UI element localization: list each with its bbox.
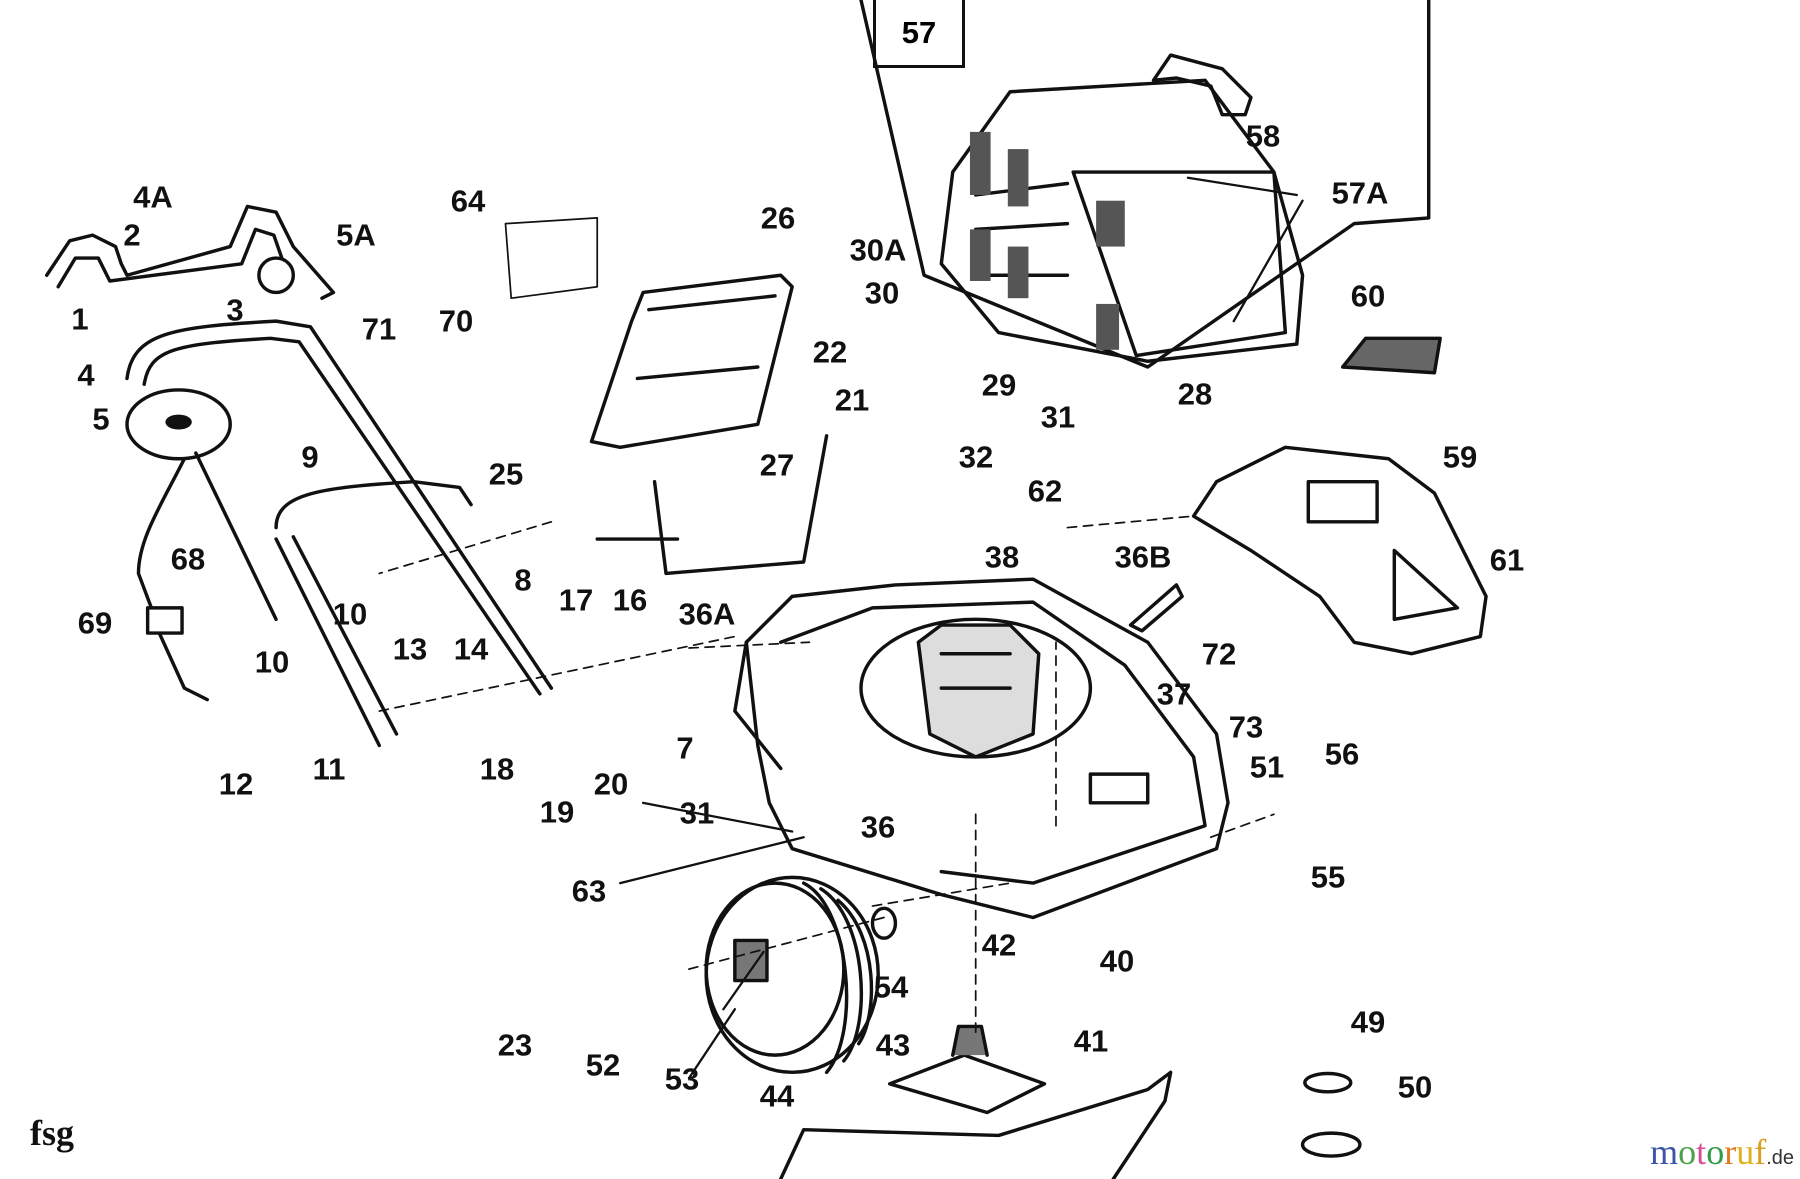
part-label: 14 — [453, 631, 489, 667]
part-label: 4A — [133, 179, 173, 215]
motor-cover — [1191, 445, 1488, 656]
part-label: 10 — [254, 644, 290, 680]
diagram-code: fsg — [30, 1113, 74, 1153]
blade — [779, 1070, 1173, 1179]
part-label: 30A — [849, 232, 907, 268]
part-label: 72 — [1201, 636, 1237, 672]
part-label: 42 — [981, 927, 1017, 963]
part-label: 19 — [539, 794, 575, 830]
part-label: 28 — [1177, 376, 1213, 412]
rear-flap — [589, 273, 794, 450]
part-label: 71 — [361, 311, 397, 347]
part-label: 36A — [678, 596, 736, 632]
part-label: 55 — [1310, 859, 1346, 895]
part-label: 10 — [332, 596, 368, 632]
bracket-27 — [595, 434, 829, 576]
part-label: 12 — [218, 766, 254, 802]
part-label: 3 — [226, 292, 244, 328]
part-label: 29 — [981, 367, 1017, 403]
part-label: 27 — [759, 447, 795, 483]
assembly-57-label: 57 — [873, 0, 965, 68]
part-label: 5A — [336, 217, 376, 253]
part-label: 7 — [676, 730, 694, 766]
part-label: 8 — [514, 562, 532, 598]
part-label: 22 — [812, 334, 848, 370]
part-label: 54 — [873, 969, 909, 1005]
part-label: 43 — [875, 1027, 911, 1063]
part-label: 21 — [834, 382, 870, 418]
part-label: 38 — [984, 539, 1020, 575]
part-label: 50 — [1397, 1069, 1433, 1105]
mower-deck — [733, 577, 1230, 920]
washer-54 — [870, 906, 898, 940]
part-label: 70 — [438, 303, 474, 339]
part-label: 57A — [1331, 175, 1389, 211]
part-49 — [1303, 1071, 1353, 1094]
part-label: 53 — [664, 1061, 700, 1097]
part-label: 58 — [1245, 118, 1281, 154]
part-label: 62 — [1027, 473, 1063, 509]
part-label: 63 — [571, 873, 607, 909]
part-label: 61 — [1489, 542, 1525, 578]
part-label: 11 — [312, 751, 346, 787]
part-label: 25 — [488, 456, 524, 492]
part-label: 37 — [1156, 676, 1192, 712]
part-label: 73 — [1228, 709, 1264, 745]
part-label: 4 — [77, 357, 95, 393]
part-label: 16 — [612, 582, 648, 618]
part-label: 49 — [1350, 1004, 1386, 1040]
part-label: 59 — [1442, 439, 1478, 475]
part-label: 31 — [679, 795, 715, 831]
part-72 — [1128, 583, 1184, 633]
part-label: 30 — [864, 275, 900, 311]
blade-adapter — [887, 1053, 1047, 1115]
part-label: 13 — [392, 631, 428, 667]
part-label: 51 — [1249, 749, 1285, 785]
motoruf-watermark-logo: motoruf.de — [1650, 1132, 1794, 1172]
part-label: 40 — [1099, 943, 1135, 979]
part-label: 32 — [958, 439, 994, 475]
part-label: 1 — [71, 301, 89, 337]
part-label: 68 — [170, 541, 206, 577]
assembly-57-outline — [859, 0, 1431, 369]
part-label: 17 — [558, 582, 594, 618]
part-label: 52 — [585, 1047, 621, 1083]
part-label: 36 — [860, 809, 896, 845]
part-label: 26 — [760, 200, 796, 236]
grass-catcher-bag — [939, 78, 1305, 363]
part-60 — [1340, 336, 1442, 375]
part-label: 23 — [497, 1027, 533, 1063]
part-label: 20 — [593, 766, 629, 802]
part-label: 64 — [450, 183, 486, 219]
part-label: 41 — [1073, 1023, 1109, 1059]
part-label: 18 — [479, 751, 515, 787]
part-label: 69 — [77, 605, 113, 641]
part-label: 60 — [1350, 278, 1386, 314]
part-label: 31 — [1040, 399, 1076, 435]
part-label: 2 — [123, 217, 141, 253]
handle-assembly — [44, 204, 554, 748]
part-label: 5 — [92, 401, 110, 437]
part-label: 44 — [759, 1078, 795, 1114]
part-50 — [1300, 1131, 1362, 1158]
part-label: 56 — [1324, 736, 1360, 772]
bag-handle-58 — [1151, 53, 1253, 117]
wheel — [704, 875, 880, 1075]
part-label: 36B — [1114, 539, 1172, 575]
part-label: 9 — [301, 439, 319, 475]
